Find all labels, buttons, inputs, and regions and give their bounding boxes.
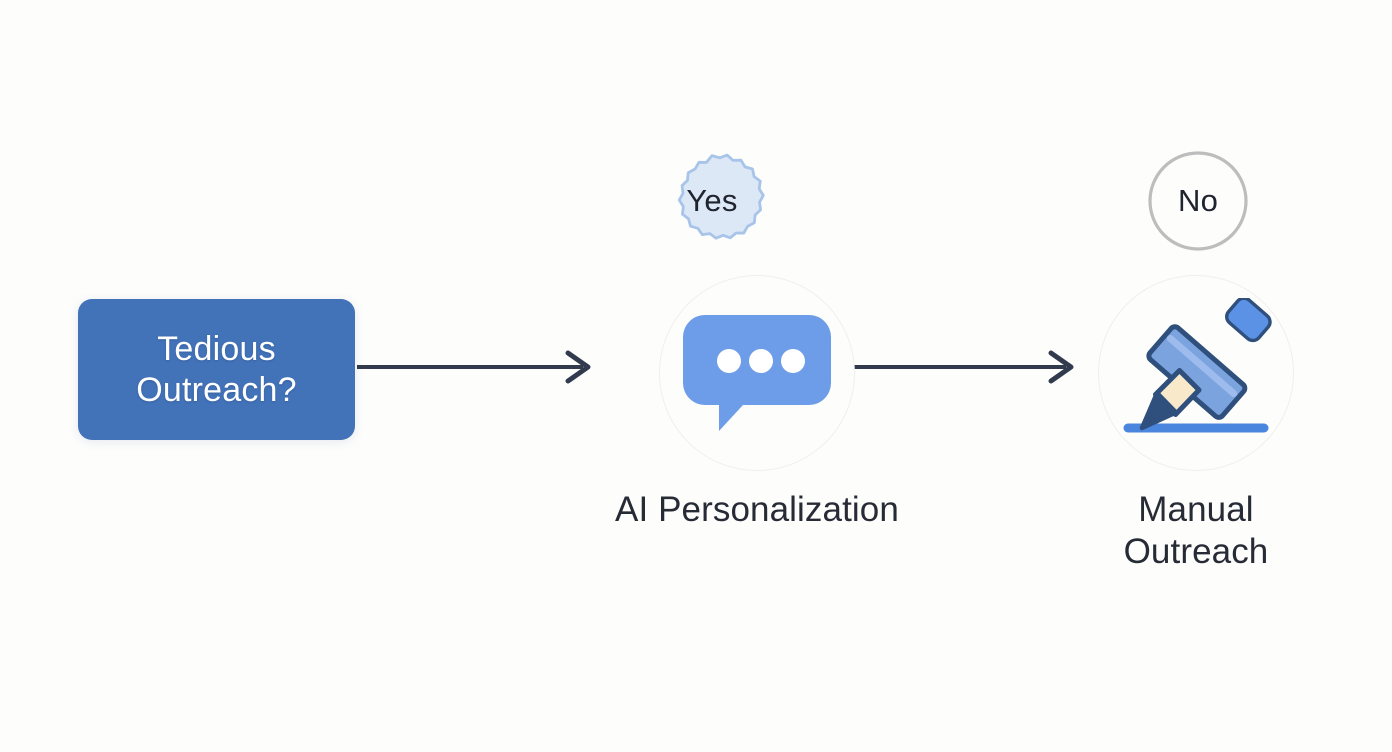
node-manual-outreach-circle — [1098, 275, 1294, 471]
node-ai-personalization-label: AI Personalization — [615, 490, 899, 529]
arrow-ai-to-manual — [818, 347, 1080, 387]
node-ai-personalization[interactable]: AI Personalization — [615, 275, 899, 531]
branch-badge-yes[interactable]: Yes — [657, 146, 767, 256]
pencil-icon — [1123, 298, 1272, 433]
chat-bubble-icon — [682, 315, 831, 431]
decision-node-label: Tedious Outreach? — [136, 329, 297, 409]
branch-badge-yes-label: Yes — [686, 183, 738, 218]
node-manual-outreach-label: Manual Outreach — [1123, 490, 1269, 571]
circle-outline-icon — [1148, 151, 1248, 251]
branch-badge-no-label: No — [1177, 183, 1219, 218]
branch-badge-no[interactable]: No — [1143, 146, 1253, 256]
decision-node-tedious-outreach[interactable]: Tedious Outreach? — [78, 299, 355, 440]
gear-icon — [677, 153, 765, 240]
arrow-decision-to-ai — [357, 347, 597, 387]
node-ai-personalization-circle — [658, 275, 855, 471]
node-manual-outreach[interactable]: Manual Outreach — [1098, 275, 1294, 573]
